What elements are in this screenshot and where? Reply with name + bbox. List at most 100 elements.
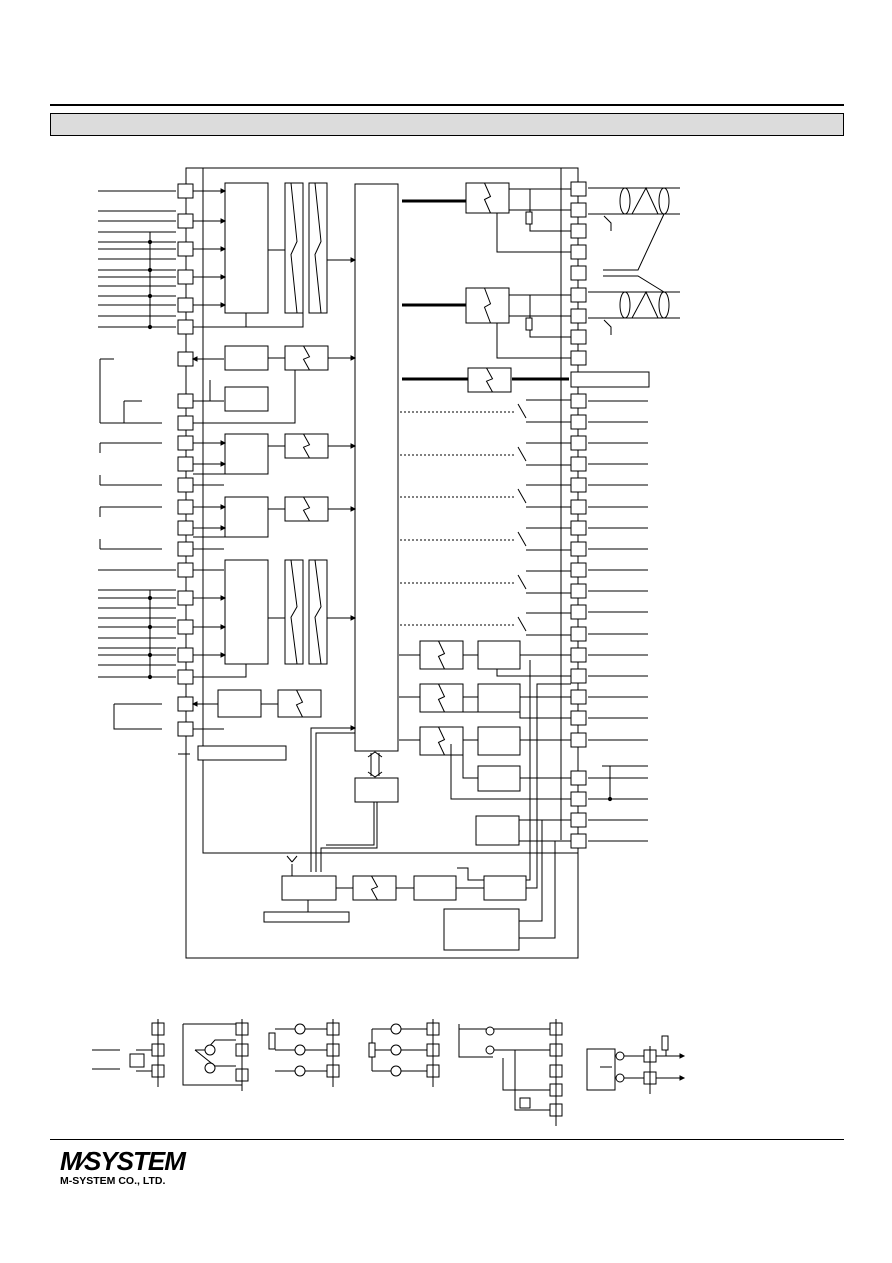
terminal-block (177, 477, 194, 493)
termination-resistor (525, 317, 533, 331)
isolation-barrier (437, 640, 446, 670)
arrow-head (220, 302, 227, 308)
arrow-head (350, 443, 357, 449)
relay-contact (517, 531, 527, 547)
arrow-head (679, 1053, 686, 1059)
wire (602, 765, 648, 799)
wire (603, 213, 665, 293)
potentiometer (268, 1032, 276, 1050)
wire (193, 473, 247, 678)
converter-block (413, 875, 457, 901)
relay-contact (517, 616, 527, 632)
terminal-block (177, 590, 194, 606)
terminal-block (570, 520, 587, 536)
relay-contact (517, 446, 527, 462)
terminal-block (570, 287, 587, 303)
terminal-block (177, 696, 194, 712)
terminal-block (177, 721, 194, 737)
terminal-block (570, 499, 587, 515)
terminal-block (177, 183, 194, 199)
transmitter-element (615, 1051, 625, 1061)
terminal-block (570, 541, 587, 557)
terminal-block (570, 244, 587, 260)
isolation-barrier (485, 367, 494, 393)
shield-ellipse (619, 187, 631, 215)
terminal-block (570, 265, 587, 281)
junction-dot (147, 624, 153, 630)
isolation-barrier (302, 345, 311, 371)
terminal-block (570, 668, 587, 684)
isolation-barrier (370, 875, 379, 901)
arrow-head (220, 652, 227, 658)
junction-dot (147, 595, 153, 601)
resistor-element (661, 1035, 669, 1051)
output-block (217, 689, 262, 718)
isolation-barrier (302, 496, 311, 522)
pulse-input-block (224, 433, 269, 475)
arrow-head (220, 461, 227, 467)
junction-dot (147, 239, 153, 245)
wire (399, 654, 571, 677)
wire (307, 867, 484, 912)
arrow-head (220, 595, 227, 601)
wire (399, 739, 571, 800)
power-block (443, 908, 520, 951)
junction-dot (147, 674, 153, 680)
resistor-element (294, 1044, 306, 1056)
resistor-element (294, 1065, 306, 1077)
isolation-barrier (483, 182, 492, 214)
arrow-head (679, 1075, 686, 1081)
isolation-barrier (437, 726, 446, 756)
junction-dot (147, 293, 153, 299)
isolation-barrier (314, 182, 322, 314)
terminal-block (177, 619, 194, 635)
twisted-pair (631, 186, 659, 215)
junction-dot (147, 267, 153, 273)
terminal-block (177, 669, 194, 685)
terminal-block (177, 541, 194, 557)
analog-input-block (224, 182, 269, 314)
terminal-block (177, 647, 194, 663)
arrow-head (220, 504, 227, 510)
field-wire (100, 400, 162, 424)
wire (182, 1023, 242, 1086)
terminal-block (570, 791, 587, 807)
terminal-block (570, 732, 587, 748)
terminal-block (177, 319, 194, 335)
footer-rule (50, 1139, 844, 1140)
wire (458, 1024, 550, 1111)
wire (193, 313, 304, 424)
shield-ground (603, 319, 612, 335)
resistor-element (390, 1044, 402, 1056)
terminal-block (570, 308, 587, 324)
isolation-barrier (314, 559, 322, 665)
terminal-block (570, 562, 587, 578)
shield-ellipse (619, 291, 631, 319)
junction-dot (147, 652, 153, 658)
terminal-block (570, 414, 587, 430)
terminal-block (177, 456, 194, 472)
terminal-block (570, 202, 587, 218)
wire (496, 188, 571, 253)
terminal-block (177, 393, 194, 409)
wire (586, 1046, 680, 1091)
output-driver-block (224, 345, 269, 371)
potentiometer (368, 1042, 376, 1058)
arrow-head (350, 355, 357, 361)
rtd-element (204, 1044, 216, 1056)
terminal-block (177, 435, 194, 451)
terminal-block (570, 329, 587, 345)
junction-dot (147, 324, 153, 330)
terminal-block (570, 456, 587, 472)
relay-contact (517, 403, 527, 419)
arrow-head (350, 615, 357, 621)
resistor-element (294, 1023, 306, 1035)
transformer-block (475, 815, 520, 846)
terminal-block (570, 812, 587, 828)
terminal-block (570, 833, 587, 849)
terminal-block (570, 435, 587, 451)
rtd-element (204, 1062, 216, 1074)
arrow-head (350, 506, 357, 512)
resistor-element (390, 1023, 402, 1035)
